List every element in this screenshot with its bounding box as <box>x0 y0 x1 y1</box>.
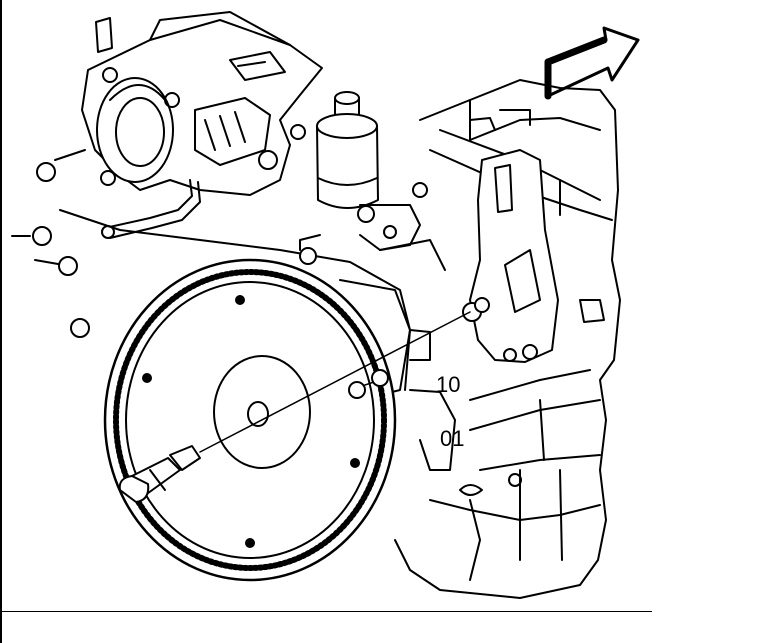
housing-bolt <box>348 381 366 399</box>
direction-arrow-icon <box>544 26 640 100</box>
flywheel <box>103 258 397 582</box>
frame-left-border <box>0 0 2 643</box>
mounting-bracket <box>462 149 559 363</box>
left-bolts <box>11 149 90 338</box>
housing-bolt-2 <box>371 369 389 387</box>
frame-bottom-rule <box>0 611 652 612</box>
callout-lower: 01 <box>440 426 464 451</box>
throttle-body <box>81 11 323 196</box>
callout-upper: 10 <box>436 372 460 397</box>
crankshaft-sensor <box>118 445 201 503</box>
bell-housing <box>59 182 456 471</box>
cylinder-sensor <box>316 91 421 251</box>
